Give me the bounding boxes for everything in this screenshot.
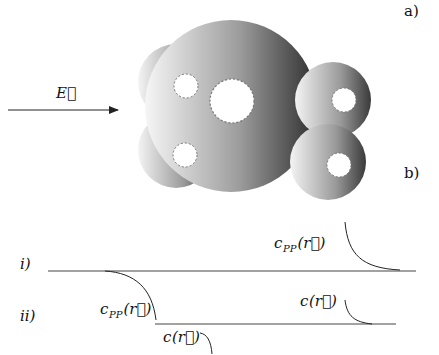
panel-label: i) <box>20 257 31 272</box>
profile-curve <box>345 222 400 270</box>
panel-label: a) <box>404 4 419 19</box>
profile-curve <box>200 333 212 354</box>
cavity <box>173 143 197 167</box>
math-label: (r⃗) <box>297 236 325 251</box>
math-label: c <box>163 330 171 345</box>
math-label: PP <box>283 244 296 254</box>
field-arrow <box>8 110 118 111</box>
math-label: (r⃗) <box>309 294 337 309</box>
math-label: c <box>100 302 108 317</box>
cavity <box>210 79 254 123</box>
cavity <box>174 74 198 98</box>
profile-curve <box>345 300 372 324</box>
axis-line <box>155 324 396 325</box>
panel-label: ii) <box>20 309 35 324</box>
math-label: (r⃗) <box>172 330 200 345</box>
panel-label: E⃗ <box>56 86 76 101</box>
profile-curve <box>105 271 156 320</box>
math-label: PP <box>109 310 122 320</box>
math-label: c <box>274 236 282 251</box>
cavity <box>327 153 351 177</box>
panel-label: b) <box>404 166 419 181</box>
math-label: c <box>300 294 308 309</box>
math-label: (r⃗) <box>123 302 151 317</box>
small-sphere <box>290 124 366 200</box>
cavity <box>332 88 356 112</box>
axis-line <box>48 271 416 272</box>
